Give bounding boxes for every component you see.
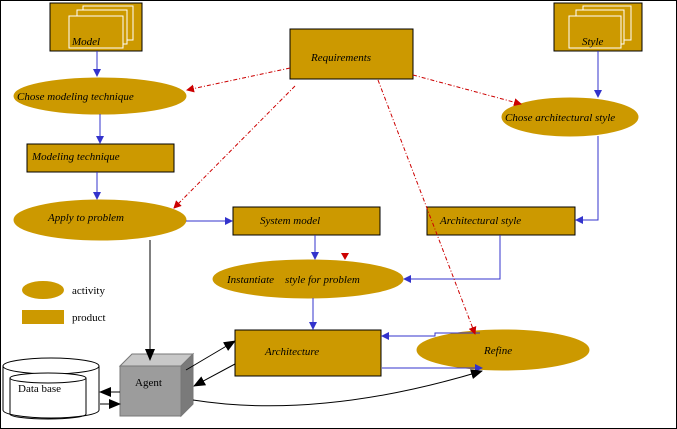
system-model-label: System model <box>260 215 320 227</box>
model-label: Model <box>71 36 100 48</box>
arrow-chose-style-to-arch-style <box>575 136 599 224</box>
style-label: Style <box>582 36 603 48</box>
flow-arrows <box>93 51 602 372</box>
database-node: Data base <box>2 357 100 420</box>
architecture-label: Architecture <box>264 346 319 358</box>
chose-architectural-style-node: Chose architectural style <box>501 97 639 137</box>
architectural-style-label: Architectural style <box>439 215 521 227</box>
legend-product-label: product <box>72 312 106 324</box>
database-label: Data base <box>18 383 61 395</box>
arrow-req-to-chose-style <box>412 74 522 107</box>
chose-modeling-technique-label: Chose modeling technique <box>17 91 134 103</box>
agent-label: Agent <box>135 377 162 389</box>
chose-architectural-style-label: Chose architectural style <box>505 112 615 124</box>
legend: activity product <box>22 281 106 324</box>
arrow-req-to-chose-technique <box>186 67 291 93</box>
arrow-req-to-instantiate-head <box>341 253 349 260</box>
agent-arrows <box>99 240 483 409</box>
system-model-node: System model <box>232 206 381 236</box>
style-node: Style <box>553 2 643 52</box>
architectural-style-node: Architectural style <box>426 206 576 236</box>
instantiate-style-label: Instantiate style for problem <box>226 274 360 286</box>
arrow-agent-to-architecture <box>185 340 236 371</box>
requirements-node: Requirements <box>289 28 414 80</box>
arrow-arch-style-to-instantiate <box>403 235 501 283</box>
refine-node: Refine <box>416 329 590 371</box>
model-node: Model <box>49 2 143 52</box>
legend-activity-label: activity <box>72 285 105 297</box>
refine-label: Refine <box>483 345 512 357</box>
requirements-label: Requirements <box>310 52 371 64</box>
legend-activity-symbol <box>22 281 64 299</box>
arrow-refine-to-architecture <box>381 332 480 340</box>
arrow-req-to-apply <box>173 85 296 209</box>
chose-modeling-technique-node: Chose modeling technique <box>13 77 187 115</box>
modeling-technique-label: Modeling technique <box>31 151 120 163</box>
legend-product-symbol <box>22 310 64 324</box>
apply-to-problem-label: Apply to problem <box>47 212 124 224</box>
arrow-architecture-to-agent <box>193 363 236 387</box>
instantiate-style-node: Instantiate style for problem <box>212 259 404 299</box>
arrow-req-to-refine <box>377 79 477 335</box>
arrow-agent-to-refine <box>192 369 483 407</box>
requirement-arrows <box>173 67 522 335</box>
modeling-technique-node: Modeling technique <box>26 143 175 173</box>
architecture-node: Architecture <box>234 329 382 377</box>
agent-node: Agent <box>118 352 195 418</box>
apply-to-problem-node: Apply to problem <box>13 199 187 241</box>
